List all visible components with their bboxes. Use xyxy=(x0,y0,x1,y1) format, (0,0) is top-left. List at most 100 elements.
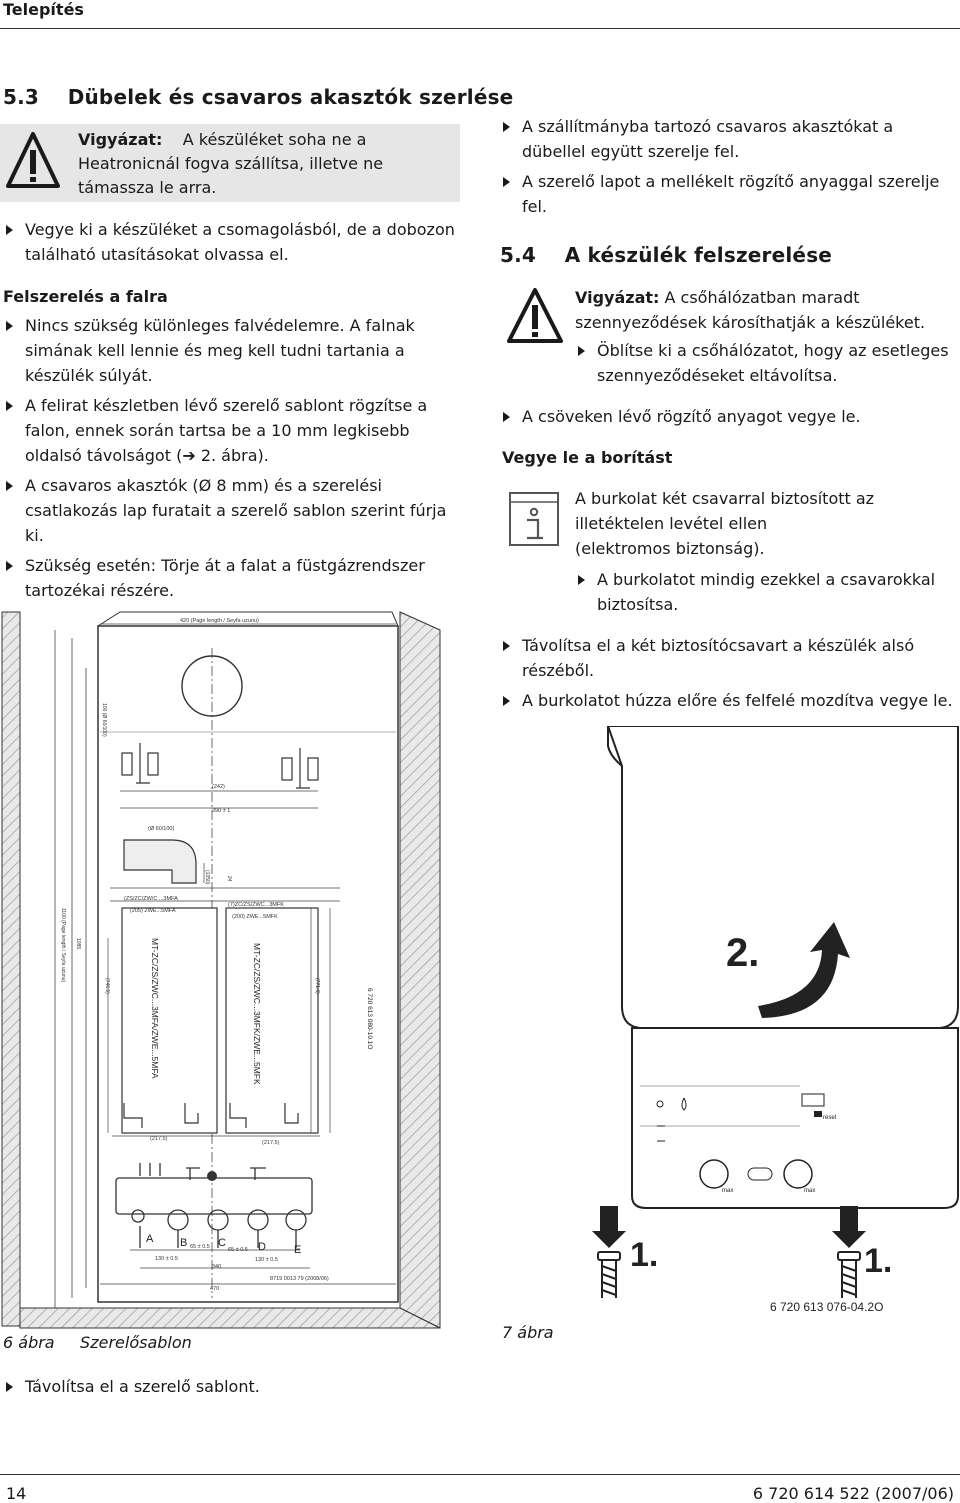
bullet-list-pipes: A csöveken lévő rögzítő anyagot vegye le… xyxy=(500,404,960,434)
page-header-title: Telepítés xyxy=(3,0,84,19)
bullet-text: A felirat készletben lévő szerelő sablon… xyxy=(25,396,428,465)
list-item: A felirat készletben lévő szerelő sablon… xyxy=(3,393,463,468)
bullet-arrow-icon xyxy=(503,177,510,187)
bullet-arrow-icon xyxy=(6,401,13,411)
info-text-line1: A burkolat két csavarral biztosított az xyxy=(575,489,875,508)
dim-left-vertical: 100 (Ø 60/100) xyxy=(101,703,107,737)
figure-7-caption: 7 ábra xyxy=(502,1323,554,1342)
figure-6-caption: 6 ábra Szerelősablon xyxy=(3,1333,192,1352)
bullet-arrow-icon xyxy=(503,696,510,706)
bullet-arrow-icon xyxy=(578,346,585,356)
dim-130-left: 130 ± 0.5 xyxy=(155,1256,178,1262)
warning-label: Vigyázat: xyxy=(575,288,660,307)
bullet-arrow-icon xyxy=(503,122,510,132)
bullet-text: A burkolatot húzza előre és felfelé mozd… xyxy=(522,691,953,710)
top-dimension-label: 420 (Page length / Seyfa uzunu) xyxy=(180,618,259,624)
warning-text-line3: támassza le arra. xyxy=(78,178,217,197)
subhead-wall-mounting: Felszerelés a falra xyxy=(3,287,168,306)
bullet-list-flush: Öblítse ki a csőhálózatot, hogy az esetl… xyxy=(575,338,960,393)
bullet-list-hangers: A szállítmányba tartozó csavaros akasztó… xyxy=(500,114,960,224)
info-text-line2: illetéktelen levétel ellen xyxy=(575,514,768,533)
bullet-text: Nincs szükség különleges falvédelemre. A… xyxy=(25,316,415,385)
dim-340: 340 xyxy=(212,1264,221,1270)
bullet-list-screws: A burkolatot mindig ezekkel a csavarokka… xyxy=(575,567,960,622)
list-item: A burkolatot húzza előre és felfelé mozd… xyxy=(500,688,960,713)
list-item: Távolítsa el a szerelő sablont. xyxy=(3,1374,463,1399)
subhead-remove-cover: Vegye le a borítást xyxy=(502,448,673,467)
figure-code-vertical: 6 720 613 080-10.1O xyxy=(366,988,373,1049)
bullet-text: Távolítsa el a két biztosítócsavart a ké… xyxy=(522,636,915,680)
dim-24-vertical: 24 xyxy=(226,876,232,882)
warning-block-5-4: Vigyázat: A csőhálózatban maradt szennye… xyxy=(575,285,960,335)
warning-label: Vigyázat: xyxy=(78,130,163,149)
warning-triangle-icon xyxy=(507,288,563,343)
section-title: A készülék felszerelése xyxy=(564,243,833,267)
max-label-right: max xyxy=(804,1188,815,1194)
bottom-code: 8719 0013 79 (2008/06) xyxy=(270,1276,329,1282)
list-item: Vegye ki a készüléket a csomagolásból, d… xyxy=(3,217,463,267)
step-1-label-left: 1. xyxy=(630,1236,658,1274)
list-item: A csavaros akasztók (Ø 8 mm) és a szerel… xyxy=(3,473,463,548)
left-model-label-b: (205) ZWE...5MFA xyxy=(130,908,176,914)
dim-242-label: (242) xyxy=(212,784,225,790)
bullet-arrow-icon xyxy=(503,641,510,651)
dim-470: 470 xyxy=(210,1286,219,1292)
list-item: Öblítse ki a csőhálózatot, hogy az esetl… xyxy=(575,338,960,388)
dim-flue-label: (Ø 60/100) xyxy=(148,826,174,832)
boiler-cover-figure: reset max max 2. 1. 1. 6 720 613 076-04.… xyxy=(592,726,959,1314)
fitting-letter-c: C xyxy=(218,1237,226,1249)
section-title: Dübelek és csavaros akasztók szerlése xyxy=(67,85,514,109)
list-item: Távolítsa el a két biztosítócsavart a ké… xyxy=(500,633,960,683)
warning-text-line1: A csőhálózatban maradt xyxy=(664,288,860,307)
fitting-letter-d: D xyxy=(258,1241,266,1253)
section-number: 5.3 xyxy=(3,85,40,109)
reset-label: reset xyxy=(823,1115,837,1121)
section-5-3-heading: 5.3 Dübelek és csavaros akasztók szerlés… xyxy=(3,85,513,109)
list-item: A csöveken lévő rögzítő anyagot vegye le… xyxy=(500,404,960,429)
bullet-list-wall: Nincs szükség különleges falvédelemre. A… xyxy=(3,313,463,608)
bullet-text: Öblítse ki a csőhálózatot, hogy az esetl… xyxy=(597,341,949,385)
warning-text-line2: Heatronicnál fogva szállítsa, illetve ne xyxy=(78,154,384,173)
warning-triangle-icon xyxy=(6,132,60,188)
right-model-label-a: (7)ZC/ZS/ZWC...3MFK xyxy=(228,902,284,908)
model-label-left-vertical: MT-ZC/ZS/ZWC...3MFA/ZWE...5MFA xyxy=(150,938,160,1079)
dim-746-vertical: (746.5) xyxy=(104,978,110,994)
dim-771-vertical: (771.6) xyxy=(314,978,320,994)
bullet-text: Távolítsa el a szerelő sablont. xyxy=(25,1377,260,1396)
bullet-list-remove-template: Távolítsa el a szerelő sablont. xyxy=(3,1374,463,1404)
bullet-text: A burkolatot mindig ezekkel a csavarokka… xyxy=(597,570,936,614)
caption-number: 6 ábra xyxy=(3,1333,55,1352)
warning-text-line2: szennyeződések károsíthatják a készüléke… xyxy=(575,313,926,332)
dim-65-left: 65 ± 0.5 xyxy=(190,1244,210,1250)
bullet-arrow-icon xyxy=(503,412,510,422)
dim-65-right: 65 ± 0.5 xyxy=(228,1247,248,1253)
info-note-icon xyxy=(509,492,559,546)
dim-217-right: (217.5) xyxy=(262,1140,280,1146)
figure-7-code: 6 720 613 076-04.2O xyxy=(770,1300,883,1314)
info-text-line3: (elektromos biztonság). xyxy=(575,539,765,558)
list-item: Szükség esetén: Törje át a falat a füstg… xyxy=(3,553,463,603)
mounting-template-figure: 420 (Page length / Seyfa uzunu) (242) 39… xyxy=(1,611,441,1329)
right-model-label-b: (200) ZWE...5MFK xyxy=(232,914,278,920)
page-number: 14 xyxy=(6,1484,27,1503)
dim-1085-vertical: 1085 xyxy=(75,938,81,949)
bullet-text: A szerelő lapot a mellékelt rögzítő anya… xyxy=(522,172,940,216)
dim-217-left: (217.5) xyxy=(150,1136,168,1142)
bullet-arrow-icon xyxy=(6,561,13,571)
header-rule xyxy=(0,28,960,29)
dim-1050-vertical: (1050) xyxy=(204,870,210,885)
dim-130-right: 130 ± 0.5 xyxy=(255,1257,278,1263)
list-item: A burkolatot mindig ezekkel a csavarokka… xyxy=(575,567,960,617)
fitting-letter-b: B xyxy=(180,1237,187,1249)
footer-rule xyxy=(0,1474,960,1475)
bullet-arrow-icon xyxy=(6,481,13,491)
bullet-list-cover: Távolítsa el a két biztosítócsavart a ké… xyxy=(500,633,960,718)
warning-box: Vigyázat: A készüléket soha ne a Heatron… xyxy=(0,124,460,202)
fitting-letter-a: A xyxy=(146,1233,154,1245)
list-item: A szerelő lapot a mellékelt rögzítő anya… xyxy=(500,169,960,219)
dim-1100-vertical: 1100 (Page length / Seyfa uzunu) xyxy=(60,908,66,982)
bullet-text: Szükség esetén: Törje át a falat a füstg… xyxy=(25,556,425,600)
dim-390-label: 390 ± 1 xyxy=(212,808,230,814)
model-label-right-vertical: MT-ZC/ZS/ZWC...3MFK/ZWE...5MFK xyxy=(252,943,262,1085)
bullet-text: A csavaros akasztók (Ø 8 mm) és a szerel… xyxy=(25,476,447,545)
